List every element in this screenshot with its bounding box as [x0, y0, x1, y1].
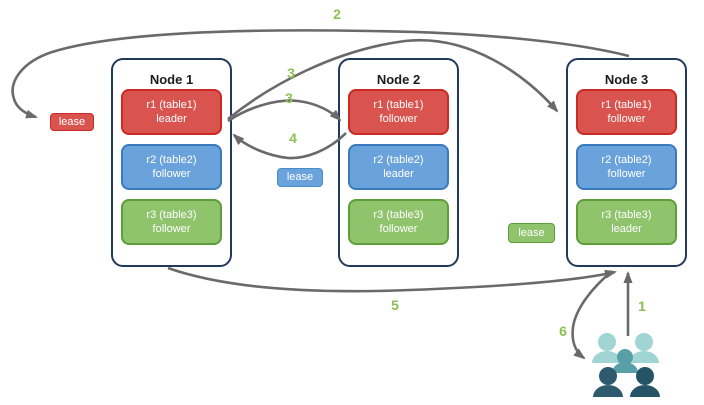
- replica-role: leader: [156, 113, 187, 125]
- lease-badge-r1: lease: [50, 113, 94, 131]
- node-2-replica-r2: r2 (table2) leader: [348, 144, 449, 190]
- step-label-2: 2: [333, 6, 341, 22]
- node-1-replica-r2: r2 (table2) follower: [121, 144, 222, 190]
- user-group-icon: [592, 333, 660, 397]
- node-2: Node 2 r1 (table1) follower r2 (table2) …: [338, 58, 459, 267]
- replica-role: follower: [379, 223, 418, 235]
- replica-role: leader: [611, 223, 642, 235]
- replica-name: r3 (table3): [146, 209, 197, 221]
- replica-name: r2 (table2): [373, 154, 424, 166]
- step-label-1: 1: [638, 298, 646, 314]
- node-2-title: Node 2: [376, 72, 421, 87]
- replica-role: follower: [152, 168, 191, 180]
- replica-role: follower: [379, 113, 418, 125]
- node-1-replica-r3: r3 (table3) follower: [121, 199, 222, 245]
- replica-role: follower: [607, 113, 646, 125]
- replica-name: r2 (table2): [601, 154, 652, 166]
- node-2-replica-r3: r3 (table3) follower: [348, 199, 449, 245]
- lease-badge-r2: lease: [277, 168, 323, 187]
- step-label-3a: 3: [287, 65, 295, 81]
- node-3: Node 3 r1 (table1) follower r2 (table2) …: [566, 58, 687, 267]
- replica-name: r1 (table1): [373, 99, 424, 111]
- node-1: Node 1 r1 (table1) leader r2 (table2) fo…: [111, 58, 232, 267]
- replica-name: r1 (table1): [601, 99, 652, 111]
- node-3-replica-r2: r2 (table2) follower: [576, 144, 677, 190]
- replica-name: r3 (table3): [373, 209, 424, 221]
- node-1-replica-r1: r1 (table1) leader: [121, 89, 222, 135]
- replica-role: follower: [607, 168, 646, 180]
- lease-badge-r3: lease: [508, 223, 555, 243]
- node-3-replica-r1: r1 (table1) follower: [576, 89, 677, 135]
- step-label-6: 6: [559, 323, 567, 339]
- step-label-3b: 3: [285, 90, 293, 106]
- replica-name: r1 (table1): [146, 99, 197, 111]
- node-3-title: Node 3: [604, 72, 649, 87]
- replica-role: follower: [152, 223, 191, 235]
- replica-name: r3 (table3): [601, 209, 652, 221]
- step-label-4: 4: [289, 130, 297, 146]
- node-1-title: Node 1: [149, 72, 194, 87]
- arrow-step-2: [11, 29, 630, 119]
- node-3-replica-r3: r3 (table3) leader: [576, 199, 677, 245]
- arrow-step-5-to-node3: [167, 266, 617, 293]
- replica-name: r2 (table2): [146, 154, 197, 166]
- step-label-5: 5: [391, 297, 399, 313]
- node-2-replica-r1: r1 (table1) follower: [348, 89, 449, 135]
- replica-role: leader: [383, 168, 414, 180]
